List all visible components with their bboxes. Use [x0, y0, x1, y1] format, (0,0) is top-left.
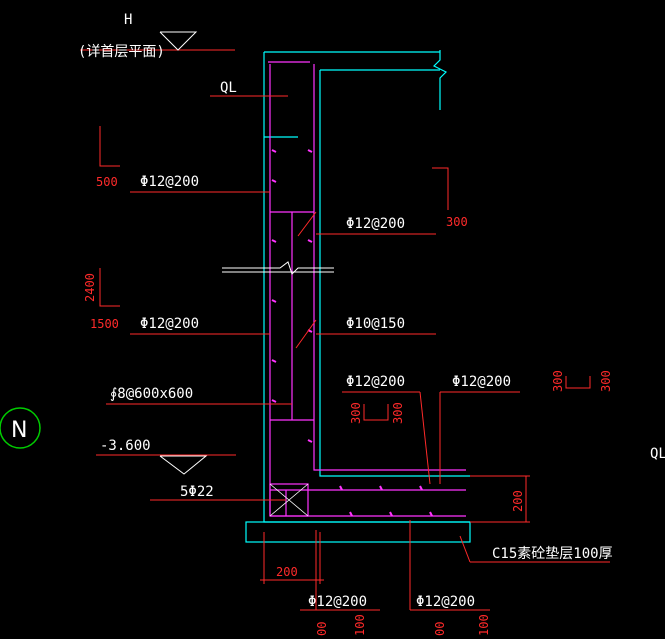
dim-500: 500 [96, 175, 118, 189]
dim-bottom-4: 100 [477, 614, 491, 636]
north-label: N [11, 418, 27, 443]
dim-bottom-2: 100 [353, 614, 367, 636]
rebar-label-f: Φ12@200 [452, 374, 511, 390]
bottom-rebar-label-a: Φ12@200 [308, 594, 367, 610]
tie-label: ∮8@600x600 [110, 386, 193, 402]
corner-bars-label: 5Φ22 [180, 484, 214, 500]
north-symbol: N [0, 407, 41, 449]
concrete-outline [245, 50, 471, 543]
dim-1500: 1500 [90, 317, 119, 331]
ql-right-label: QL [650, 446, 665, 462]
dim-200-vertical: 200 [511, 490, 525, 512]
elevation-bottom-label: -3.600 [100, 438, 151, 454]
annotation-text: H (详首层平面) QL QL Φ12@200 Φ12@200 Φ12@200 … [78, 12, 665, 610]
rebar-dots [271, 149, 433, 517]
rebar-label-a: Φ12@200 [140, 174, 199, 190]
elevation-top-note: (详首层平面) [78, 44, 165, 60]
rebar-label-c: Φ12@200 [140, 316, 199, 332]
dim-300-a: 300 [446, 215, 468, 229]
rebar-label-d: Φ10@150 [346, 316, 405, 332]
elevation-top-label: H [124, 12, 132, 28]
elevation-markers [159, 31, 208, 475]
dim-200-horizontal: 200 [276, 565, 298, 579]
dim-bottom-1: 00 [315, 622, 329, 636]
break-line-left [222, 261, 334, 275]
dim-300-d: 300 [551, 370, 565, 392]
dim-300-c: 300 [391, 402, 405, 424]
dim-300-e: 300 [599, 370, 613, 392]
dimension-lines [99, 126, 591, 584]
dim-bottom-3: 00 [433, 622, 447, 636]
rebar-label-e: Φ12@200 [346, 374, 405, 390]
dim-300-b: 300 [349, 402, 363, 424]
ql-label: QL [220, 80, 237, 96]
dimension-text: 500 300 2400 1500 300 300 300 300 200 20… [83, 175, 613, 636]
bottom-rebar-label-b: Φ12@200 [416, 594, 475, 610]
dim-2400: 2400 [83, 273, 97, 302]
rebar-lines [268, 61, 466, 517]
bedding-label: C15素砼垫层100厚 [492, 546, 613, 562]
rebar-label-b: Φ12@200 [346, 216, 405, 232]
leader-lines [80, 49, 610, 611]
